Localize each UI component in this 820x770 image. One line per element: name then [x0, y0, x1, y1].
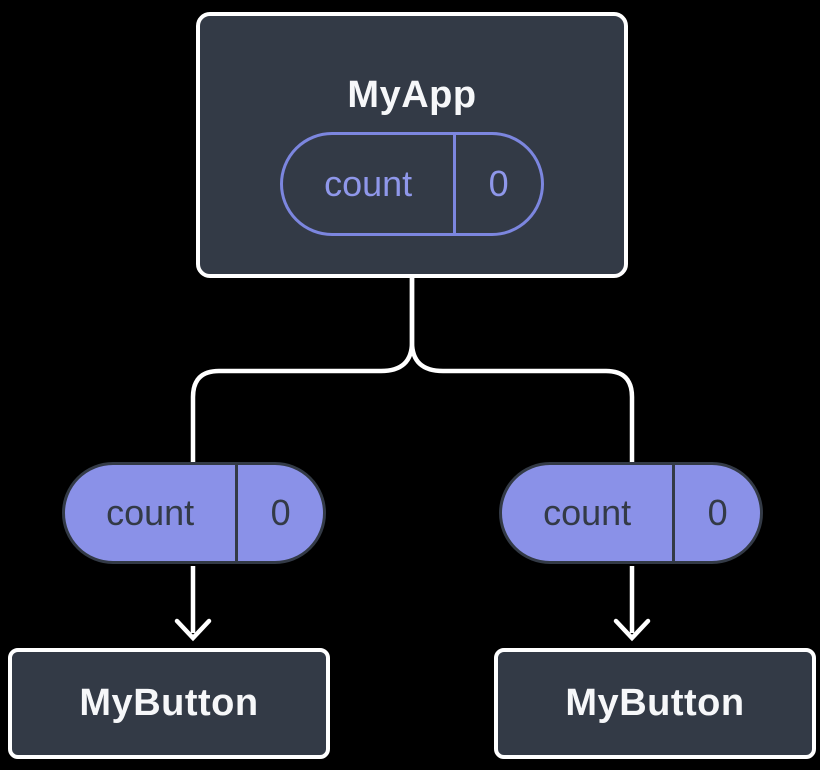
connector-root-to-right-child — [409, 277, 635, 463]
root-state-name: count — [283, 135, 457, 233]
root-component-card: MyApp count 0 — [196, 12, 628, 278]
root-state-pill: count 0 — [280, 132, 544, 236]
root-state-value: 0 — [488, 163, 509, 204]
root-component-title: MyApp — [347, 74, 477, 116]
right-prop-pill: count 0 — [499, 462, 763, 564]
right-prop-value: 0 — [707, 492, 728, 533]
left-prop-name: count — [65, 465, 239, 561]
right-child-component-title: MyButton — [565, 682, 745, 724]
right-child-component-card: MyButton — [494, 648, 816, 759]
connector-root-to-left-child — [190, 277, 415, 463]
left-prop-value: 0 — [270, 492, 291, 533]
left-child-component-card: MyButton — [8, 648, 330, 759]
arrow-down-left-icon — [174, 566, 212, 642]
left-child-component-title: MyButton — [79, 682, 259, 724]
right-prop-name: count — [502, 465, 676, 561]
arrow-down-right-icon — [613, 566, 651, 642]
left-prop-pill: count 0 — [62, 462, 326, 564]
